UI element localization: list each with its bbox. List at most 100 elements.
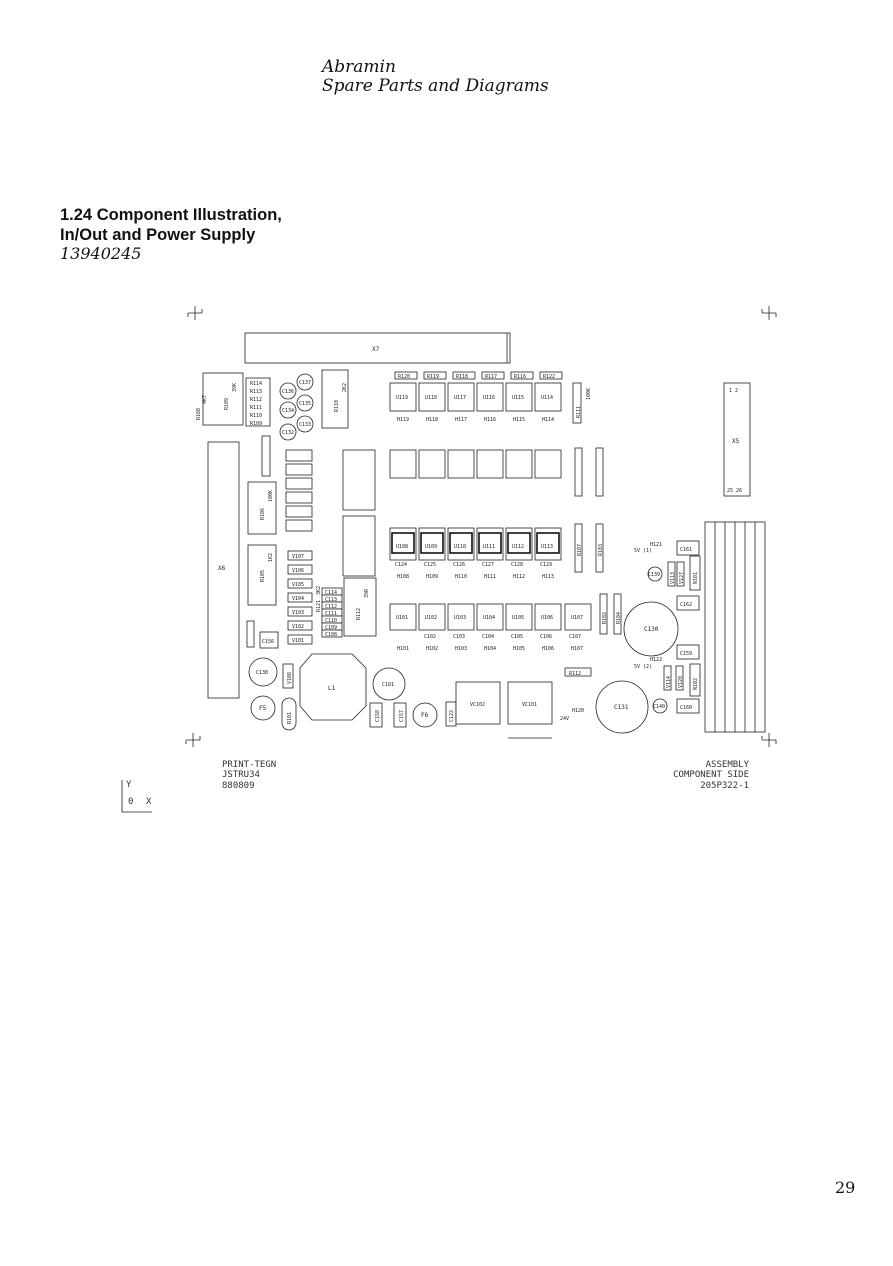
cap-c161	[676, 540, 700, 556]
resistor-r105	[247, 544, 277, 606]
led-label: H116	[484, 417, 496, 423]
ic-row-3: U101 U102 U103 U104 U105 U106 U107 C102 …	[389, 603, 592, 652]
fuse-f6	[412, 702, 438, 728]
resistor-r106	[247, 481, 277, 535]
h122-label: H122	[650, 657, 662, 663]
led-label: H115	[513, 417, 525, 423]
c138-label: C138	[256, 670, 268, 676]
footer-left-line2: JSTRU34	[222, 770, 260, 780]
document-number: 13940245	[60, 244, 142, 263]
cap-label: C129	[540, 562, 552, 568]
axis-x-label: X	[146, 797, 152, 807]
c136-label: C136	[282, 389, 294, 395]
cap-c138	[248, 657, 278, 687]
cap-label: C124	[395, 562, 407, 568]
ic-label: U110	[454, 544, 466, 550]
resistor-r104	[613, 593, 622, 635]
axis-indicator	[121, 780, 152, 813]
led-label: H113	[542, 574, 554, 580]
c162-label: C162	[680, 602, 692, 608]
led-label: H103	[455, 646, 467, 652]
r111-label: R111	[576, 406, 582, 418]
ic-label: U104	[483, 615, 495, 621]
resistor-label: R122	[543, 374, 555, 380]
diode-stack: V107 V106 V105 V104 V103 V102 V101	[287, 550, 313, 645]
fuse-f6-label: F6	[421, 712, 429, 719]
r105-value: 1K2	[268, 553, 274, 562]
ic-row-mid	[389, 447, 604, 497]
sv1-label: 5V (1)	[634, 548, 652, 554]
regulator-vc101-label: VC101	[522, 702, 537, 708]
top-resistor-row: R120 R119 R118 R117 R116 R122	[394, 371, 563, 380]
array-label: R112	[250, 397, 262, 403]
ic-label: U109	[425, 544, 437, 550]
ic-label: U102	[425, 615, 437, 621]
connector-x5-pins-bottom: 25 26	[727, 488, 742, 494]
cap-label: C102	[424, 634, 436, 640]
resistor-r111	[572, 382, 582, 424]
cap-label: C128	[511, 562, 523, 568]
led-label: H110	[455, 574, 467, 580]
led-label: H101	[397, 646, 409, 652]
c130-label: C130	[644, 626, 659, 633]
led-label: H105	[513, 646, 525, 652]
heatsink	[704, 521, 766, 733]
v108-label: V108	[287, 672, 293, 684]
resistor-r103	[595, 523, 604, 573]
v127-label: V127	[679, 572, 685, 584]
ic-label: U108	[396, 544, 408, 550]
c137-label: C137	[299, 380, 311, 386]
h120-label: H120	[572, 708, 584, 714]
cap-label: C105	[511, 634, 523, 640]
section-title-line2: In/Out and Power Supply	[60, 226, 256, 244]
resistor-label: R116	[514, 374, 526, 380]
r112b-label: R112	[569, 671, 581, 677]
c157-label: C157	[399, 710, 405, 722]
resistor-label: R118	[456, 374, 468, 380]
led-label: H107	[571, 646, 583, 652]
c139-label: C139	[648, 572, 660, 578]
c131-label: C131	[614, 704, 629, 711]
led-label: H119	[397, 417, 409, 423]
cap-label: C106	[540, 634, 552, 640]
connector-x7-label: X7	[372, 346, 380, 353]
r101-label: R101	[287, 712, 293, 724]
footer-right-line2: COMPONENT SIDE	[673, 770, 749, 780]
cap-label: C108	[325, 632, 337, 638]
ic-row-1: U119 U118 U117 U116 U115 U114 H119 H118 …	[389, 382, 562, 423]
c140-label: C140	[653, 704, 665, 710]
document-subtitle: Spare Parts and Diagrams	[322, 76, 549, 96]
company-name: Abramin	[322, 57, 396, 77]
r121-label: R121	[316, 600, 322, 612]
led-label: H109	[426, 574, 438, 580]
connector-x5	[723, 382, 751, 497]
regulator-vc102-label: VC102	[470, 702, 485, 708]
r121-value: 3K2	[316, 586, 322, 595]
r111-value: 100K	[586, 388, 592, 400]
registration-marks	[185, 306, 777, 747]
ic-label: U101	[396, 615, 408, 621]
c159-label: C159	[680, 651, 692, 657]
diode-label: V106	[292, 568, 304, 574]
footer-right-line1: ASSEMBLY	[706, 760, 750, 770]
c158-label: C158	[375, 710, 381, 722]
c160-label: C160	[680, 705, 692, 711]
array-label: R113	[250, 389, 262, 395]
ic-label: U117	[454, 395, 466, 401]
r106-value: 100K	[268, 490, 274, 502]
r112-label: R112	[356, 608, 362, 620]
ic-label: U111	[483, 544, 495, 550]
diode-label: V107	[292, 554, 304, 560]
led-label: H102	[426, 646, 438, 652]
cap-label: C126	[453, 562, 465, 568]
r104-label: R104	[616, 612, 622, 624]
connector-x6-label: X6	[218, 565, 226, 572]
r106-label: R106	[260, 508, 266, 520]
r105-label: R105	[260, 570, 266, 582]
led-label: H118	[426, 417, 438, 423]
r109-label: R109	[224, 398, 230, 410]
ic-label: U114	[541, 395, 553, 401]
cap-stack: C114 C113 C112 C111 C110 C109 C108	[321, 587, 343, 638]
cap-label: C112	[325, 604, 337, 610]
axis-y-label: Y	[126, 780, 132, 790]
